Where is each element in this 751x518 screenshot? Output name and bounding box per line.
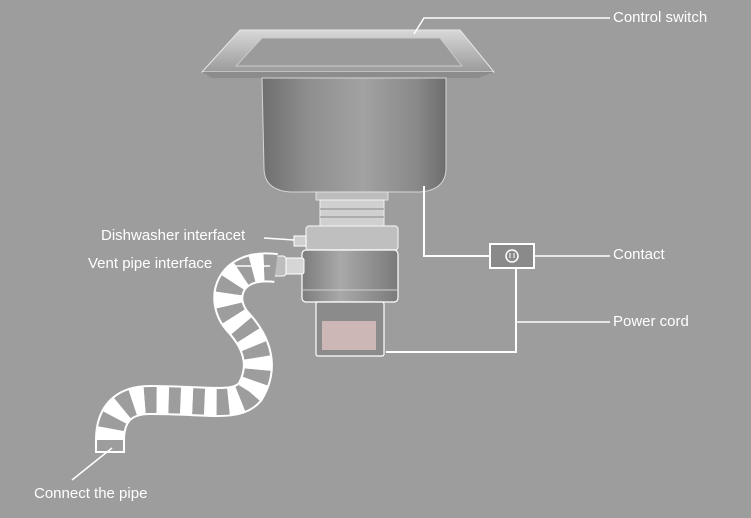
label-control-switch: Control switch <box>613 9 708 26</box>
leader-connect <box>71 447 113 481</box>
drain-flange <box>315 191 389 201</box>
disposer-body <box>301 249 399 303</box>
disposer-collar <box>305 225 399 251</box>
label-dishwasher-interface: Dishwasher interfacet <box>101 227 246 244</box>
drain-neck <box>319 199 385 227</box>
label-vent-pipe-interface: Vent pipe interface <box>88 255 213 272</box>
sink <box>200 29 496 227</box>
outlet-icon <box>505 249 519 263</box>
sink-rim-front <box>202 72 494 78</box>
label-contact: Contact <box>613 246 665 263</box>
dishwasher-inlet <box>293 235 307 247</box>
wiring <box>386 186 517 353</box>
label-power-cord: Power cord <box>613 313 689 330</box>
sink-bowl <box>261 77 447 193</box>
leader-dishwasher <box>263 237 295 241</box>
motor-plate <box>322 321 376 350</box>
leader-lines <box>71 17 610 481</box>
switch-wire <box>423 186 490 257</box>
hose-stripes <box>97 254 278 441</box>
sink-inner <box>234 37 464 67</box>
label-connect-the-pipe: Connect the pipe <box>34 485 148 502</box>
power-wire <box>386 268 517 353</box>
contact-box <box>489 243 535 269</box>
drain-hose <box>95 252 278 453</box>
disposer-unit <box>269 225 399 357</box>
leader-control-switch <box>413 17 610 35</box>
vent-outlet <box>283 257 305 275</box>
